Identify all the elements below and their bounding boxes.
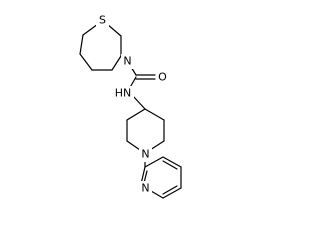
label-bg [121, 54, 134, 69]
bond [106, 23, 122, 37]
bond [79, 34, 84, 55]
bond [150, 190, 164, 199]
amide-nh-label: HN [115, 87, 132, 100]
thiazepane-nitrogen-label: N [123, 55, 131, 68]
bond [126, 140, 141, 151]
bond [126, 108, 146, 121]
molecule-diagram: S N O HN N N [79, 13, 182, 199]
carbonyl-oxygen-label: O [158, 71, 167, 84]
label-bg [112, 86, 134, 101]
bond [82, 23, 99, 36]
pyridine-ring [140, 156, 182, 199]
sulfur-label: S [99, 14, 106, 27]
label-bg [139, 181, 152, 196]
piperidine-ring [126, 108, 165, 151]
label-bg [96, 13, 109, 28]
label-bg [156, 70, 169, 85]
bond [162, 160, 178, 170]
urea-linker [127, 61, 156, 110]
bond [162, 187, 182, 199]
label-bg [139, 147, 152, 162]
bond [162, 185, 178, 195]
bond [111, 55, 122, 71]
structure-drawing: S N O HN N N [79, 13, 182, 199]
thiazepane-ring [79, 23, 122, 71]
bond [144, 108, 165, 121]
bond [79, 53, 93, 71]
pyridine-nitrogen-label: N [141, 182, 149, 195]
bond [132, 95, 146, 110]
piperidine-nitrogen-label: N [141, 148, 149, 161]
bond [144, 156, 164, 168]
bond [162, 156, 182, 168]
atom-labels: S N O HN N N [96, 13, 169, 196]
bond [149, 140, 165, 151]
